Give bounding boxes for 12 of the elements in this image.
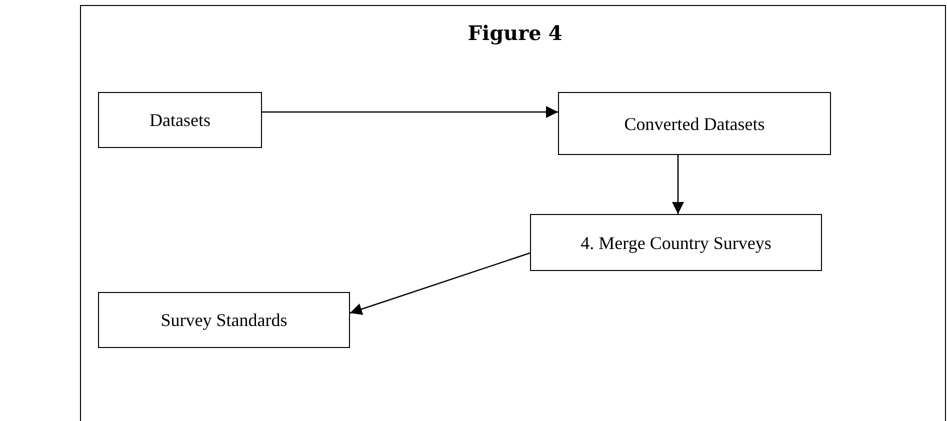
arrow (350, 252, 530, 315)
arrow (672, 155, 684, 214)
process-box (530, 214, 822, 271)
process-box (98, 92, 262, 148)
arrow (262, 106, 558, 118)
box-label: Converted Datasets (624, 112, 765, 134)
process-box (98, 292, 350, 348)
figure-title: Figure 4 (466, 20, 564, 46)
process-box (558, 92, 831, 155)
box-label: 4. Merge Country Surveys (580, 232, 772, 254)
box-label: Survey Standards (160, 309, 288, 331)
box-label: Datasets (150, 109, 210, 131)
